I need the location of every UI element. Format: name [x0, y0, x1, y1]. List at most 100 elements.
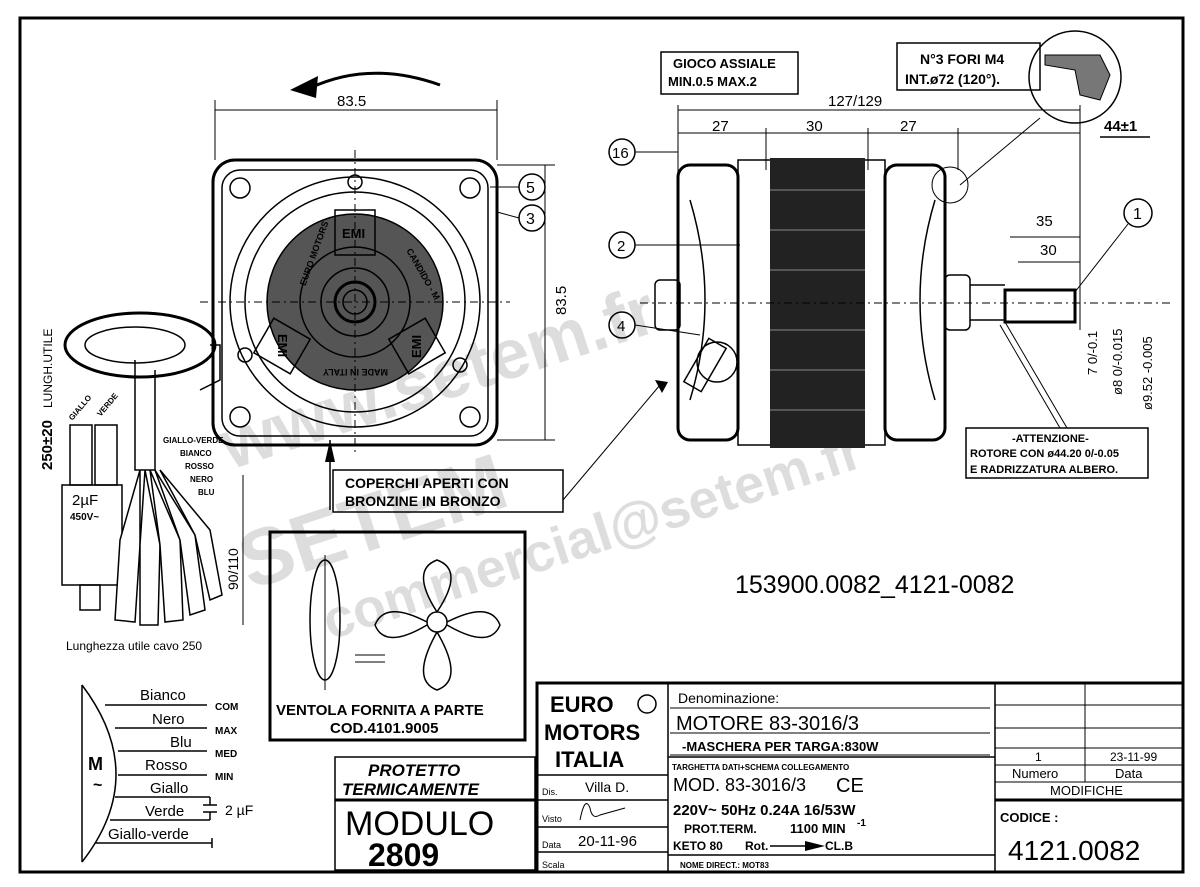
cable-assembly: 250±20 LUNGH.UTILE GIALLO VERDE 2µF 450V… [39, 311, 244, 653]
capacitor-value: 2µF [72, 492, 98, 509]
svg-text:5: 5 [526, 180, 535, 197]
denominazione-value: MOTORE 83-3016/3 [676, 713, 859, 735]
cable-caption: Lunghezza utile cavo 250 [66, 639, 202, 653]
gioco-assiale-note: GIOCO ASSIALE MIN.0.5 MAX.2 [660, 51, 799, 95]
svg-text:220V~ 50Hz 0.24A 16/53W: 220V~ 50Hz 0.24A 16/53W [673, 802, 856, 819]
svg-text:Nero: Nero [152, 711, 185, 728]
attenzione-note: -ATTENZIONE- ROTORE CON ø44.20 0/-0.05 E… [965, 321, 1149, 479]
svg-text:EMI: EMI [409, 335, 424, 358]
svg-text:MIN: MIN [215, 772, 233, 783]
svg-text:35: 35 [1036, 213, 1053, 230]
balloon-1: 1 [1074, 198, 1153, 293]
svg-text:20-11-96: 20-11-96 [578, 833, 637, 850]
svg-text:MODIFICHE: MODIFICHE [1050, 783, 1123, 798]
svg-text:Rosso: Rosso [145, 757, 188, 774]
svg-text:Villa D.: Villa D. [585, 779, 629, 795]
svg-text:COM: COM [215, 702, 238, 713]
svg-text:2 µF: 2 µF [225, 802, 253, 818]
svg-text:NERO: NERO [190, 475, 213, 484]
balloon-16: 16 [608, 138, 678, 166]
part-code: 153900.0082_4121-0082 [735, 571, 1014, 599]
svg-text:Visto: Visto [542, 814, 562, 824]
svg-text:TERMICAMENTE: TERMICAMENTE [342, 780, 480, 799]
svg-text:Numero: Numero [1012, 766, 1058, 781]
svg-text:BIANCO: BIANCO [180, 449, 212, 458]
svg-text:Blu: Blu [170, 734, 192, 751]
svg-text:TARGHETTA DATI+SCHEMA COLLEGAM: TARGHETTA DATI+SCHEMA COLLEGAMENTO [672, 763, 849, 772]
svg-text:Data: Data [1115, 766, 1143, 781]
svg-text:-ATTENZIONE-: -ATTENZIONE- [1012, 433, 1089, 445]
svg-text:BRONZINE IN BRONZO: BRONZINE IN BRONZO [345, 493, 501, 509]
overall-length-dim: 127/129 [828, 93, 882, 110]
terminal-dim: 90/110 [225, 548, 241, 590]
svg-text:1100 MIN: 1100 MIN [790, 821, 846, 836]
svg-text:INT.ø72 (120°).: INT.ø72 (120°). [905, 71, 1000, 87]
fan-note: VENTOLA FORNITA A PARTE COD.4101.9005 [268, 530, 527, 742]
svg-text:1: 1 [1035, 750, 1042, 764]
svg-text:30: 30 [1040, 242, 1057, 259]
svg-text:Data: Data [542, 840, 561, 850]
svg-text:Bianco: Bianco [140, 687, 186, 704]
signature [579, 803, 626, 821]
front-width-dim: 83.5 [337, 93, 366, 110]
svg-text:1: 1 [1133, 206, 1142, 223]
tolerance-7: 7 0/-0.1 [1085, 331, 1100, 375]
svg-text:VENTOLA FORNITA A PARTE: VENTOLA FORNITA A PARTE [276, 702, 484, 719]
svg-text:2: 2 [617, 238, 625, 255]
svg-text:4: 4 [617, 318, 625, 335]
svg-text:ROSSO: ROSSO [185, 462, 214, 471]
logo: EURO MOTORS ITALIA [544, 692, 657, 772]
svg-text:E RADRIZZATURA ALBERO.: E RADRIZZATURA ALBERO. [970, 464, 1118, 476]
svg-text:CL.B: CL.B [825, 839, 853, 853]
svg-text:KETO 80: KETO 80 [673, 839, 723, 853]
codice-value: 4121.0082 [1008, 835, 1140, 866]
svg-text:EURO: EURO [550, 692, 614, 717]
tolerance-8: ø8 0/-0.015 [1110, 329, 1125, 396]
modulo-label: MODULO [345, 805, 494, 843]
svg-text:MAX: MAX [215, 726, 238, 737]
wiring-diagram: M ~ Bianco COM Nero MAX Blu MED Rosso MI… [81, 684, 253, 863]
svg-text:ROTORE CON ø44.20 0/-0.05: ROTORE CON ø44.20 0/-0.05 [970, 448, 1119, 460]
tolerance-952: ø9.52 -0.005 [1140, 336, 1155, 410]
svg-text:MIN.0.5 MAX.2: MIN.0.5 MAX.2 [668, 74, 757, 89]
svg-text:M: M [88, 754, 103, 774]
svg-text:GIOCO ASSIALE: GIOCO ASSIALE [673, 56, 776, 71]
svg-text:Denominazione:: Denominazione: [678, 690, 779, 706]
svg-text:-1: -1 [857, 818, 866, 829]
svg-text:LUNGH.UTILE: LUNGH.UTILE [41, 329, 55, 408]
svg-text:27: 27 [900, 118, 917, 135]
balloon-3: 3 [496, 204, 546, 232]
svg-text:PROTETTO: PROTETTO [368, 761, 460, 780]
svg-text:ITALIA: ITALIA [555, 747, 624, 772]
svg-text:~: ~ [93, 777, 102, 794]
svg-text:30: 30 [806, 118, 823, 135]
rotation-arrow-icon [290, 71, 441, 98]
svg-text:450V~: 450V~ [70, 512, 99, 523]
fori-note: N°3 FORI M4 INT.ø72 (120°). [896, 30, 1122, 204]
balloon-5: 5 [490, 173, 546, 201]
wire-labels: GIALLO-VERDE BIANCO ROSSO NERO BLU [163, 436, 224, 497]
svg-text:Dis.: Dis. [542, 787, 558, 797]
svg-text:MOTORS: MOTORS [544, 720, 640, 745]
modulo-number: 2809 [368, 837, 439, 873]
svg-text:GIALLO-VERDE: GIALLO-VERDE [163, 436, 224, 445]
front-view: 83.5 83.5 EMI EMI EMI EURO MOTORS CANDID… [200, 93, 570, 455]
svg-text:Scala: Scala [542, 860, 565, 870]
svg-text:MED: MED [215, 749, 237, 760]
svg-text:N°3 FORI M4: N°3 FORI M4 [920, 51, 1004, 67]
coperchi-note: COPERCHI APERTI CON BRONZINE IN BRONZO [325, 380, 668, 513]
svg-text:COD.4101.9005: COD.4101.9005 [330, 720, 438, 737]
svg-text:16: 16 [612, 145, 629, 162]
cable-length-dim: 250±20 [39, 420, 56, 470]
front-height-dim: 83.5 [553, 286, 570, 315]
thermal-protection-box: PROTETTO TERMICAMENTE MODULO 2809 [334, 756, 536, 873]
svg-text:PROT.TERM.: PROT.TERM. [684, 822, 757, 836]
dim-44: 44±1 [1104, 118, 1137, 135]
svg-text:Giallo-verde: Giallo-verde [108, 826, 189, 843]
modifiche-table: 1 23-11-99 Numero Data MODIFICHE [995, 683, 1183, 802]
svg-text:27: 27 [712, 118, 729, 135]
balloon-4: 4 [608, 311, 701, 339]
balloon-2: 2 [608, 231, 740, 259]
svg-text:EMI: EMI [275, 334, 290, 357]
